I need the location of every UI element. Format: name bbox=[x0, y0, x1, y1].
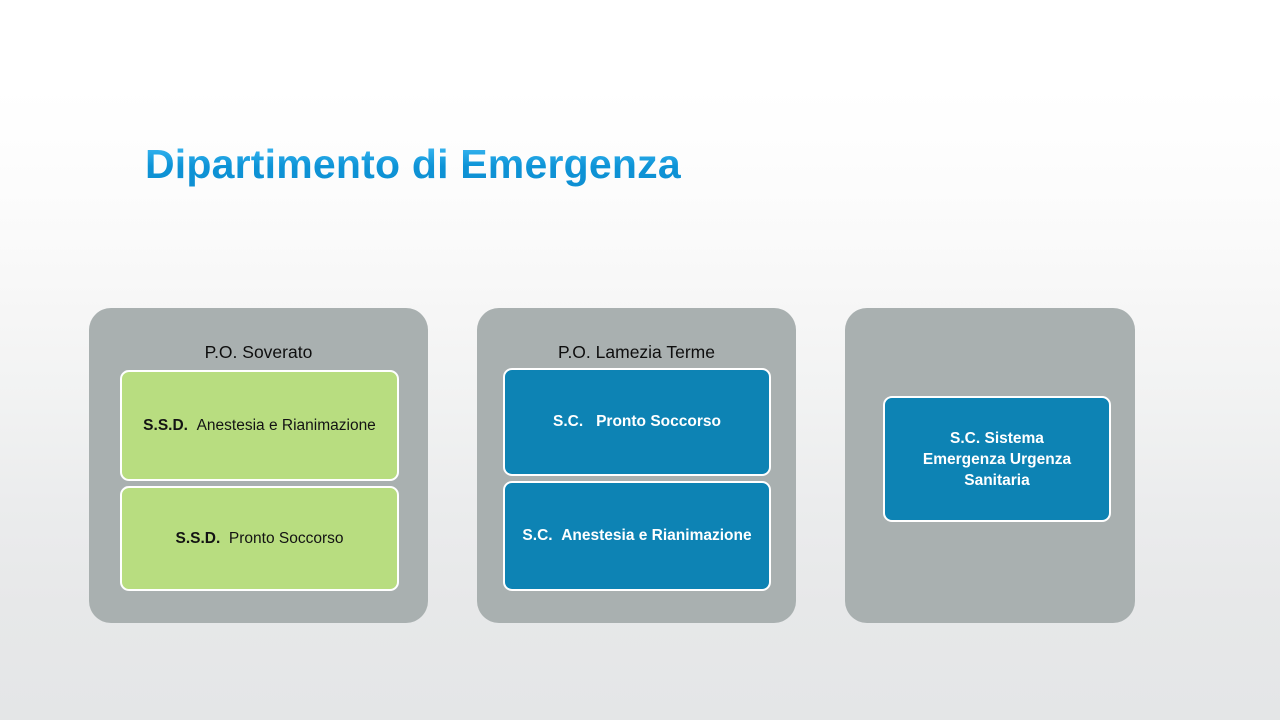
unit-label-sc-sistema-emergenza-urgenza-sanitaria: S.C. Sistema Emergenza Urgenza Sanitaria bbox=[923, 428, 1071, 491]
unit-line-2: Emergenza Urgenza bbox=[922, 450, 1072, 468]
unit-box-sc-pronto-soccorso[interactable]: S.C. Pronto Soccorso bbox=[503, 368, 771, 476]
card-sistema-emergenza[interactable]: S.C. Sistema Emergenza Urgenza Sanitaria bbox=[845, 308, 1135, 623]
unit-lead-text: S.S.D. bbox=[175, 529, 221, 547]
unit-lead-text: S.C. bbox=[553, 413, 584, 430]
unit-lead-text: S.C. bbox=[522, 527, 553, 544]
unit-box-sc-anestesia-rianimazione[interactable]: S.C. Anestesia e Rianimazione bbox=[503, 481, 771, 591]
unit-box-ssd-pronto-soccorso[interactable]: S.S.D. Pronto Soccorso bbox=[120, 486, 399, 591]
unit-box-ssd-anestesia-rianimazione[interactable]: S.S.D. Anestesia e Rianimazione bbox=[120, 370, 399, 481]
unit-rest-text: Anestesia e Rianimazione bbox=[196, 416, 376, 434]
unit-lead-text: S.S.D. bbox=[143, 416, 188, 434]
unit-label-ssd-anestesia-rianimazione: S.S.D. Anestesia e Rianimazione bbox=[143, 417, 376, 435]
unit-label-sc-anestesia-rianimazione: S.C. Anestesia e Rianimazione bbox=[522, 527, 751, 545]
unit-box-sc-sistema-emergenza-urgenza-sanitaria[interactable]: S.C. Sistema Emergenza Urgenza Sanitaria bbox=[883, 396, 1111, 522]
card-po-soverato[interactable]: P.O. Soverato S.S.D. Anestesia e Rianima… bbox=[89, 308, 428, 623]
unit-rest-text: Pronto Soccorso bbox=[596, 413, 721, 430]
unit-line-3: Sanitaria bbox=[964, 471, 1030, 489]
unit-rest-text: Anestesia e Rianimazione bbox=[561, 527, 752, 544]
department-cards-row: P.O. Soverato S.S.D. Anestesia e Rianima… bbox=[0, 308, 1280, 623]
card-title-po-soverato: P.O. Soverato bbox=[204, 342, 313, 362]
card-po-lamezia-terme[interactable]: P.O. Lamezia Terme S.C. Pronto Soccorso … bbox=[477, 308, 796, 623]
page-title: Dipartimento di Emergenza bbox=[145, 141, 681, 188]
unit-label-sc-pronto-soccorso: S.C. Pronto Soccorso bbox=[553, 413, 721, 431]
unit-line-1: S.C. Sistema bbox=[950, 429, 1044, 447]
card-title-po-lamezia-terme: P.O. Lamezia Terme bbox=[558, 342, 715, 362]
unit-label-ssd-pronto-soccorso: S.S.D. Pronto Soccorso bbox=[175, 530, 343, 548]
unit-rest-text: Pronto Soccorso bbox=[228, 529, 344, 547]
